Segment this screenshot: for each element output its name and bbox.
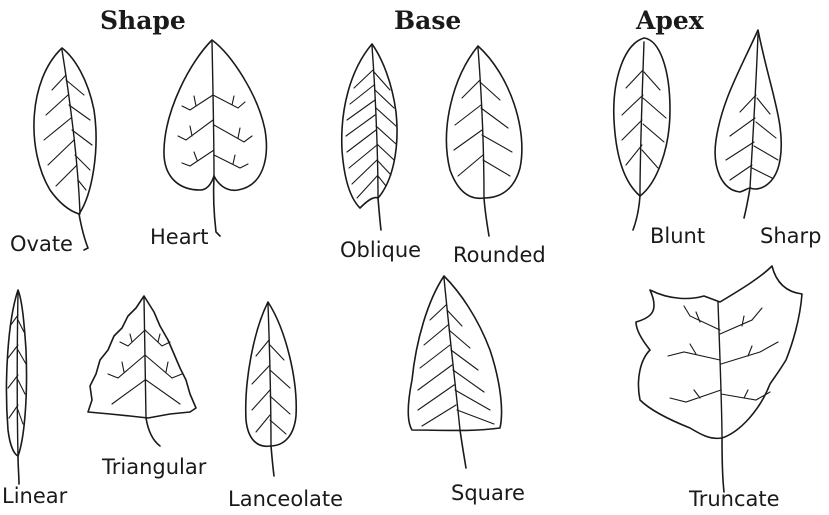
- square-label: Square: [451, 481, 525, 505]
- blunt-label: Blunt: [650, 224, 705, 248]
- base-heading: Base: [394, 6, 461, 35]
- lanceolate-leaf-drawing: [246, 302, 296, 476]
- blunt-leaf-drawing: [614, 38, 670, 230]
- sharp-label: Sharp: [760, 224, 821, 248]
- apex-heading: Apex: [636, 6, 704, 35]
- heart-leaf-drawing: [164, 40, 266, 236]
- square-leaf-drawing: [408, 276, 501, 468]
- linear-label: Linear: [2, 484, 67, 508]
- linear-leaf-drawing: [6, 290, 26, 484]
- ovate-leaf-drawing: [34, 48, 96, 250]
- lanceolate-label: Lanceolate: [228, 487, 343, 511]
- oblique-label: Oblique: [340, 238, 421, 262]
- sharp-leaf-drawing: [715, 30, 781, 218]
- ovate-label: Ovate: [10, 232, 73, 256]
- truncate-label: Truncate: [689, 487, 780, 511]
- oblique-leaf-drawing: [342, 44, 397, 230]
- truncate-leaf-drawing: [636, 266, 802, 492]
- rounded-leaf-drawing: [446, 46, 521, 236]
- triangular-label: Triangular: [102, 455, 206, 479]
- shape-heading: Shape: [100, 6, 186, 35]
- heart-label: Heart: [150, 225, 208, 249]
- triangular-leaf-drawing: [88, 296, 196, 446]
- rounded-label: Rounded: [453, 243, 546, 267]
